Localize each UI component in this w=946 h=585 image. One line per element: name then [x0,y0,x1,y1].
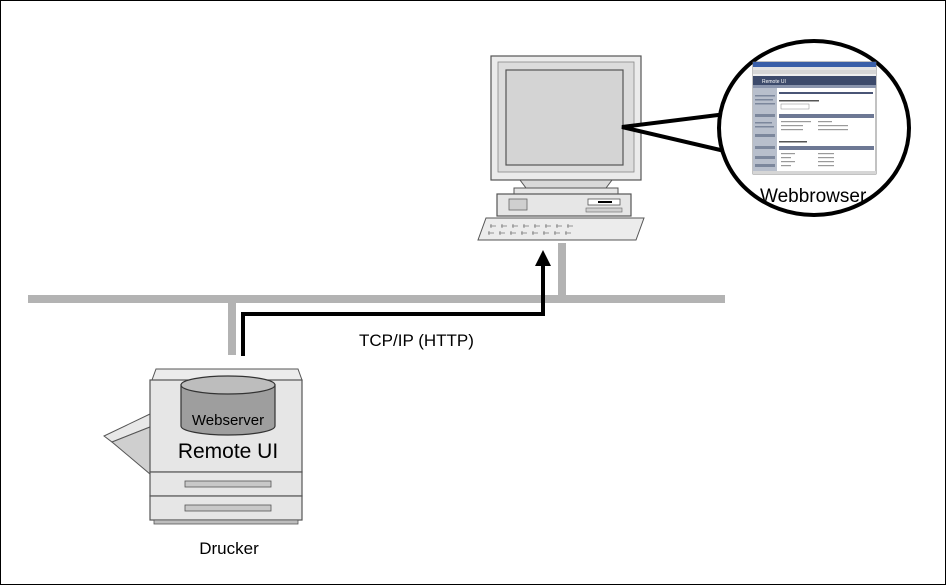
keyboard [477,217,645,241]
printer-label: Drucker [199,539,259,558]
network-backbone [28,243,725,355]
thumbnail-app-title: Remote UI [762,79,786,85]
webserver-label: Webserver [192,412,264,429]
computer-icon [477,55,645,241]
remote-ui-label: Remote UI [178,440,278,463]
tcpip-connection-arrow [241,250,551,356]
monitor-screen [505,69,624,166]
protocol-label: TCP/IP (HTTP) [359,331,474,350]
webbrowser-label: Webbrowser [760,186,867,207]
browser-thumbnail: Remote UI [752,61,877,175]
webserver-database-icon [180,375,276,436]
thumbnail-sidebar [753,88,777,174]
